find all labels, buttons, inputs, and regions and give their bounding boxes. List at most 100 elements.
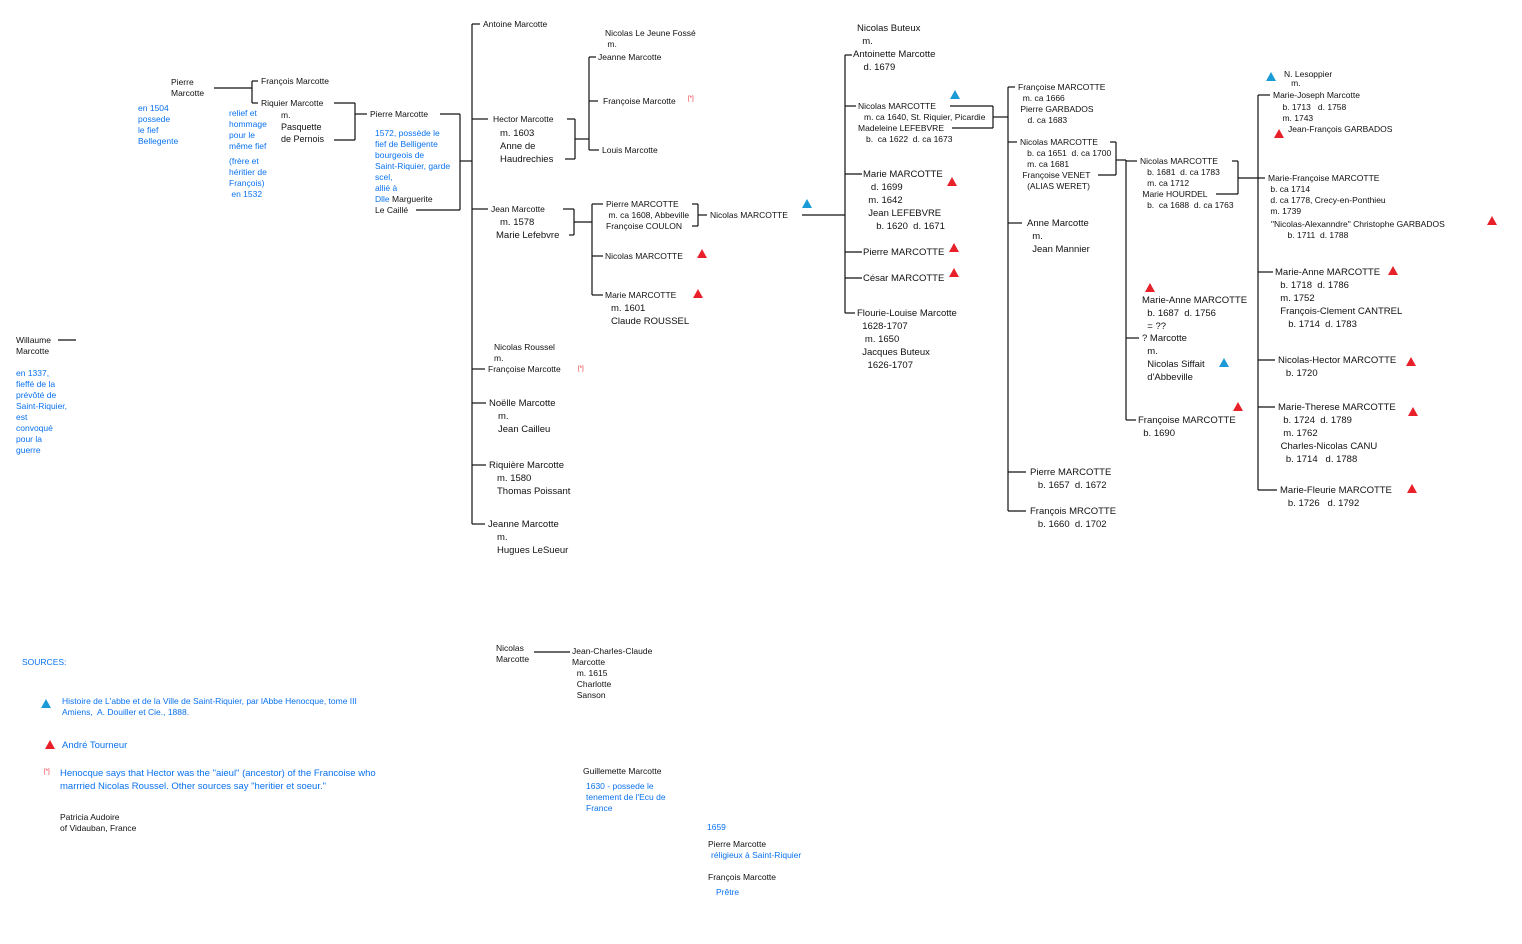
footnote-marker: [*] <box>688 96 694 102</box>
riquier-note-heir: (frère et héritier de François) en 1532 <box>229 156 267 199</box>
marie-joseph-spouse: N. Lesoppier m. <box>1284 69 1333 88</box>
blue-source-icon <box>802 199 812 208</box>
blue-source-icon <box>1219 358 1229 367</box>
author-credit: Patricia Audoire of Vidauban, France <box>60 812 137 833</box>
person-marie-therese-marcotte: Marie-Therese MARCOTTE b. 1724 d. 1789 m… <box>1278 402 1396 465</box>
red-source-icon <box>949 243 959 252</box>
person-pierre-marcotte-religieux: Pierre Marcotte <box>708 839 767 849</box>
person-francois-mrcotte: François MRCOTTE b. 1660 d. 1702 <box>1030 506 1117 530</box>
marie-joseph-husband: Jean-François GARBADOS <box>1288 124 1393 134</box>
person-francois-marcotte-pretre: François Marcotte <box>708 872 777 882</box>
francois-pretre-note: Prêtre <box>716 887 740 897</box>
person-francoise-marcotte: Françoise Marcotte <box>603 96 676 106</box>
red-source-icon <box>1274 129 1284 138</box>
person-marie-anne-marcotte-1718: Marie-Anne MARCOTTE b. 1718 d. 1786 m. 1… <box>1275 267 1403 330</box>
red-source-icon <box>947 177 957 186</box>
person-francois-marcotte: François Marcotte <box>261 76 330 86</box>
red-source-icon <box>1407 484 1417 493</box>
blue-source-icon <box>41 699 51 708</box>
jean-spouse: Marie Lefebvre <box>496 230 560 241</box>
person-jeanne-marcotte-fosse: Jeanne Marcotte <box>598 52 662 62</box>
footnote-marker: [*] <box>44 769 50 775</box>
person-marie-marcotte-roussel: Marie MARCOTTE <box>605 290 677 300</box>
pierre-religieux-note: réligieux à Saint-Riquier <box>711 850 802 860</box>
person-willaume-marcotte: Willaume Marcotte <box>16 335 51 356</box>
person-hector-marcotte: Hector Marcotte <box>493 114 554 124</box>
person-unknown-marcotte: ? Marcotte m. Nicolas Siffait d'Abbevill… <box>1142 333 1205 383</box>
riquiere-marriage: m. 1580 Thomas Poissant <box>497 473 571 497</box>
dlle-title: Dlle <box>375 194 390 204</box>
person-marie-anne-marcotte-1687: Marie-Anne MARCOTTE b. 1687 d. 1756 = ?? <box>1142 295 1248 332</box>
person-anne-marcotte: Anne Marcotte m. Jean Mannier <box>1027 218 1090 255</box>
blue-source-icon <box>1266 72 1276 81</box>
red-source-icon <box>697 249 707 258</box>
person-flourie-louise-marcotte: Flourie-Louise Marcotte 1628-1707 m. 165… <box>857 308 957 371</box>
person-francoise-marcotte-1690: Françoise MARCOTTE b. 1690 <box>1138 415 1236 439</box>
nicolas-marriage: m. ca 1640, St. Riquier, Picardie <box>864 112 986 122</box>
person-pierre-marcotte-gen7: Pierre MARCOTTE <box>863 247 945 258</box>
person-pierre-marcotte-coulon: Pierre MARCOTTE m. ca 1608, Abbeville Fr… <box>606 199 690 231</box>
person-riquier-marcotte: Riquier Marcotte <box>261 98 324 108</box>
marie-francoise-spouse: "Nicolas-Alexanndre" Christophe GARBADOS… <box>1271 219 1445 240</box>
red-source-icon <box>1487 216 1497 225</box>
person-guillemette-marcotte: Guillemette Marcotte <box>583 766 662 776</box>
red-source-icon <box>1406 357 1416 366</box>
jean-marriage: m. 1578 <box>500 217 535 228</box>
red-source-icon <box>1408 407 1418 416</box>
person-pierre-marcotte-1572: Pierre Marcotte <box>370 109 429 119</box>
footnote-text: Henocque says that Hector was the "aieul… <box>60 768 376 792</box>
person-nicolas-marcotte-hourdel: Nicolas MARCOTTE b. 1681 d. ca 1783 m. c… <box>1140 156 1234 210</box>
person-nicolas-marcotte-lefebvre: Nicolas MARCOTTE <box>858 101 936 111</box>
person-nicolas-hector-marcotte: Nicolas-Hector MARCOTTE b. 1720 <box>1278 355 1397 379</box>
person-jean-marcotte: Jean Marcotte <box>491 204 545 214</box>
spouse-first-name: Marguerite <box>389 194 433 204</box>
person-jean-charles-claude-marcotte: Jean-Charles-Claude Marcotte m. 1615 Cha… <box>572 646 653 700</box>
jeanne-spouse: Nicolas Le Jeune Fossé m. <box>605 28 696 49</box>
person-nicolas-marcotte-venet: Nicolas MARCOTTE b. ca 1651 d. ca 1700 m… <box>1020 137 1112 191</box>
source-henocque: Histoire de L'abbe et de la Ville de Sai… <box>62 696 357 717</box>
pierre-1504-note: en 1504 possede le fief Bellegente <box>138 103 179 146</box>
riquier-note-relief: relief et hommage pour le même fief <box>229 108 267 151</box>
person-noelle-marcotte: Noëlle Marcotte <box>489 398 556 409</box>
sources-heading: SOURCES: <box>22 657 67 667</box>
blue-source-icon <box>950 90 960 99</box>
source-andre-tourneur: André Tourneur <box>62 740 128 751</box>
guillemette-note: 1630 - possede le tenement de l'Ecu de F… <box>586 781 666 813</box>
person-antoinette-marcotte: Antoinette Marcotte d. 1679 <box>853 49 936 73</box>
nicolas-spouse: Madeleine LEFEBVRE <box>858 123 944 133</box>
person-nicolas-marcotte: Nicolas MARCOTTE <box>605 251 683 261</box>
jeanne-marriage: m. Hugues LeSueur <box>497 532 569 556</box>
person-nicolas-marcotte-gen6: Nicolas MARCOTTE <box>710 210 788 220</box>
antoinette-spouse: Nicolas Buteux m. <box>857 23 921 47</box>
red-source-icon <box>1388 266 1398 275</box>
willaume-note: en 1337, fieffé de la prévôté de Saint-R… <box>16 368 68 455</box>
nicolas-spouse-dates: b. ca 1622 d. ca 1673 <box>866 134 953 144</box>
pierre-1572-note: 1572, possède le fief de Belligente bour… <box>375 128 451 193</box>
pierre-1572-spouse-surname: Le Caillé <box>375 205 409 215</box>
person-antoine-marcotte: Antoine Marcotte <box>483 19 548 29</box>
person-riquiere-marcotte: Riquière Marcotte <box>489 460 564 471</box>
red-source-icon <box>45 740 55 749</box>
noelle-marriage: m. Jean Cailleu <box>498 411 551 435</box>
person-pierre-marcotte-1504: Pierre Marcotte <box>171 77 205 98</box>
person-jeanne-marcotte-lesueur: Jeanne Marcotte <box>488 519 559 530</box>
person-pierre-marcotte-1657: Pierre MARCOTTE b. 1657 d. 1672 <box>1030 467 1112 491</box>
marie-marriage: m. 1601 Claude ROUSSEL <box>611 303 690 327</box>
person-francoise-marcotte-garbados: Françoise MARCOTTE m. ca 1666 Pierre GAR… <box>1018 82 1106 125</box>
person-marie-joseph-marcotte: Marie-Joseph Marcotte b. 1713 d. 1758 m.… <box>1273 90 1360 123</box>
person-nicolas-marcotte-other: Nicolas Marcotte <box>496 643 530 664</box>
red-source-icon <box>693 289 703 298</box>
year-1659: 1659 <box>707 822 726 832</box>
person-francoise-marcotte-roussel: Françoise Marcotte <box>488 364 561 374</box>
pierre-1572-spouse: Dlle Marguerite <box>375 194 433 205</box>
red-source-icon <box>1145 283 1155 292</box>
red-source-icon <box>1233 402 1243 411</box>
person-marie-marcotte-lefebvre: Marie MARCOTTE d. 1699 m. 1642 Jean LEFE… <box>863 169 945 232</box>
red-source-icon <box>949 268 959 277</box>
riquier-spouse: Pasquette de Pernois <box>281 122 325 144</box>
person-louis-marcotte: Louis Marcotte <box>602 145 658 155</box>
footnote-marker: [*] <box>578 366 584 372</box>
francoise-spouse: Nicolas Roussel m. <box>494 342 555 363</box>
person-cesar-marcotte: César MARCOTTE <box>863 273 945 284</box>
